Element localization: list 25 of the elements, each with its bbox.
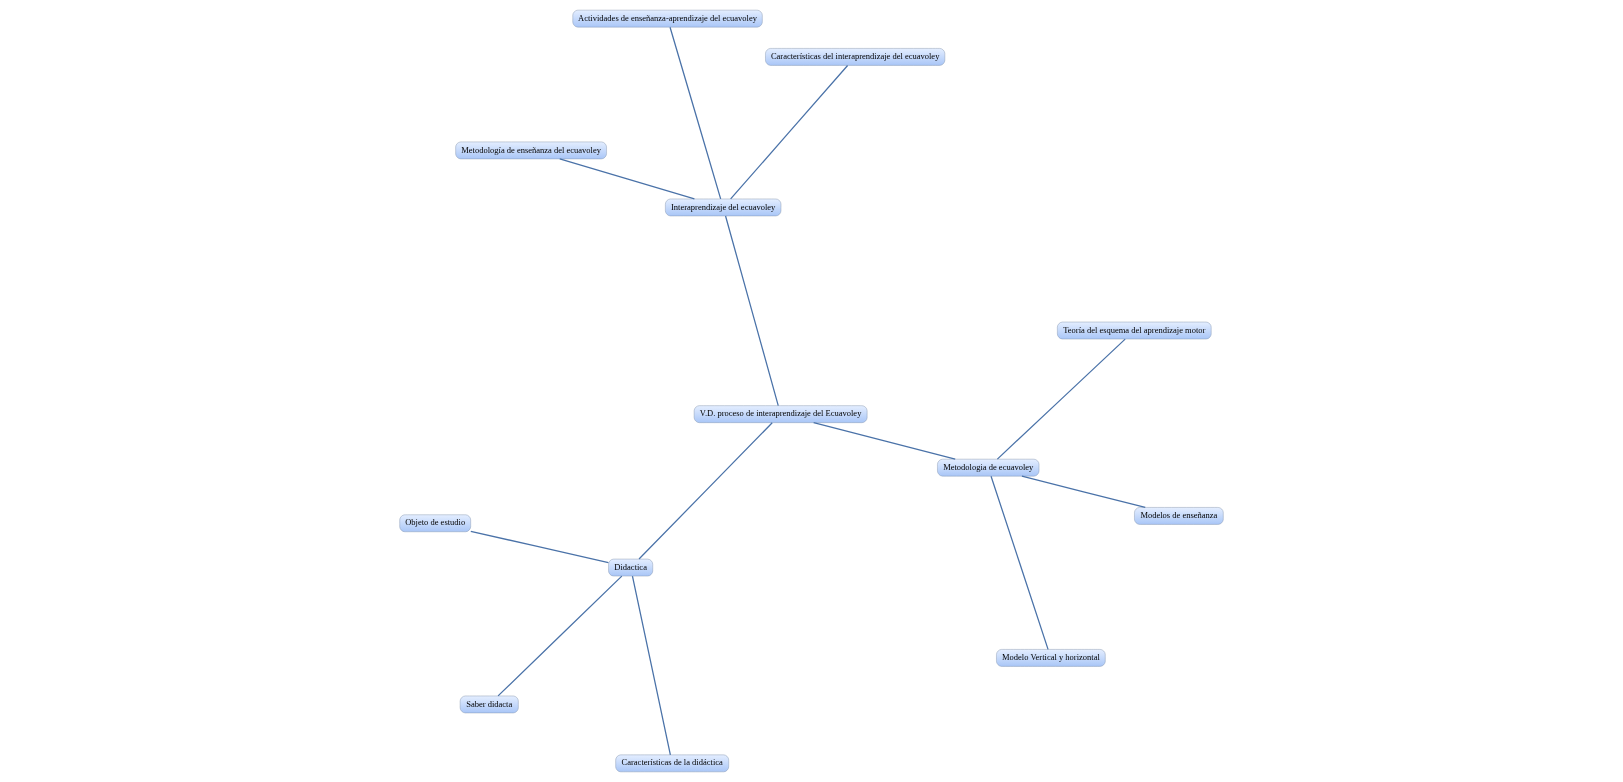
connector (631, 575, 671, 756)
node-box: Metodología de enseñanza del ecuavoley (455, 141, 607, 160)
connector (724, 215, 779, 407)
connector (559, 158, 696, 200)
node-box: Teoría del esquema del aprendizaje motor (1057, 321, 1212, 340)
connector (1021, 475, 1146, 509)
connector (470, 530, 610, 564)
node-box: Didactica (608, 558, 653, 577)
connector (669, 26, 722, 200)
node-box: Características del interaprendizaje del ecuavoley (765, 48, 946, 66)
node-box: Objeto de estudio (399, 514, 471, 532)
node-box: Actividades de enseñanza-aprendizaje del ecuavoley (572, 9, 763, 28)
connector (638, 422, 773, 560)
node-box: Saber didacta (459, 695, 519, 714)
connector (813, 422, 956, 460)
node-box: Metodologia de ecuavoley (937, 458, 1040, 477)
node-box: Modelo Vertical y horizontal (996, 649, 1106, 667)
node-box: Características de la didáctica (615, 754, 729, 773)
node-box: Modelos de enseñanza (1134, 507, 1224, 525)
connector (996, 338, 1126, 460)
connector (730, 64, 849, 200)
node-box: V.D. proceso de interaprendizaje del Ecuavoley (693, 405, 868, 423)
connector (990, 475, 1049, 651)
connector (497, 575, 623, 697)
node-box: Interaprendizaje del ecuavoley (665, 198, 782, 217)
